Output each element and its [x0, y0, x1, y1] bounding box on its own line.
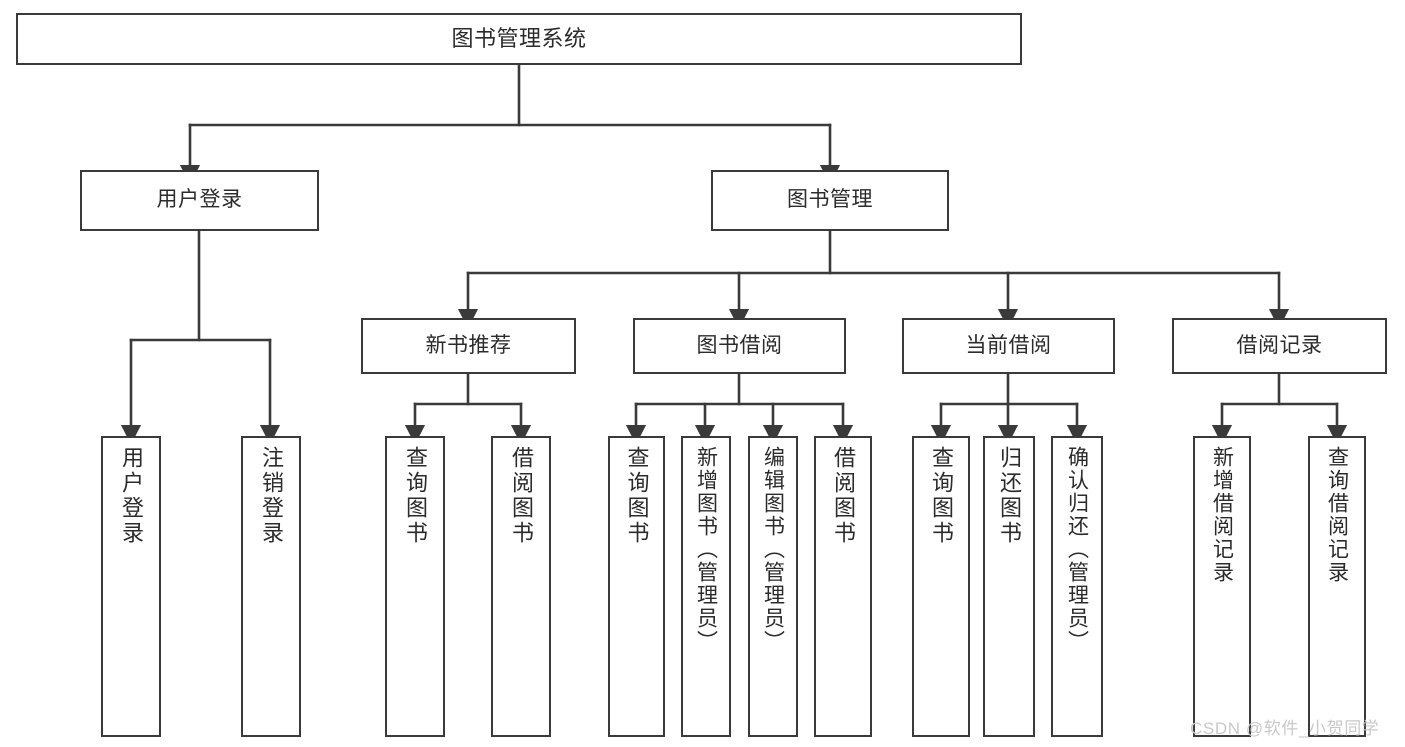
node-label: 用户登录: [156, 188, 243, 212]
node-new-book-recommend[interactable]: 新书推荐: [361, 318, 576, 374]
node-label: 查询图书: [403, 446, 428, 546]
node-leaf-add-record[interactable]: 新增借阅记录: [1193, 436, 1251, 737]
node-leaf-confirm-return[interactable]: 确认归还（管理员）: [1051, 436, 1103, 737]
node-root-book-management-system[interactable]: 图书管理系统: [16, 13, 1022, 65]
node-label: 确认归还（管理员）: [1065, 446, 1089, 653]
node-label: 图书借阅: [696, 333, 783, 357]
node-leaf-query-record[interactable]: 查询借阅记录: [1308, 436, 1366, 737]
node-leaf-logout-login[interactable]: 注销登录: [241, 436, 301, 737]
node-label: 图书管理: [787, 188, 873, 212]
node-user-login[interactable]: 用户登录: [80, 170, 319, 231]
node-label: 查询图书: [929, 446, 954, 546]
node-label: 图书管理系统: [451, 26, 587, 52]
node-label: 编辑图书（管理员）: [761, 446, 785, 653]
node-label: 查询图书: [624, 446, 650, 546]
node-label: 新书推荐: [425, 333, 512, 357]
node-label: 查询借阅记录: [1325, 446, 1349, 584]
node-leaf-add-book[interactable]: 新增图书（管理员）: [681, 436, 731, 737]
node-leaf-query-book-1[interactable]: 查询图书: [385, 436, 445, 737]
node-leaf-user-login[interactable]: 用户登录: [101, 436, 161, 737]
node-label: 借阅图书: [509, 446, 534, 546]
node-label: 新增借阅记录: [1210, 446, 1234, 584]
node-leaf-query-book-3[interactable]: 查询图书: [912, 436, 970, 737]
node-leaf-borrow-book-1[interactable]: 借阅图书: [491, 436, 551, 737]
node-label: 借阅图书: [831, 446, 856, 546]
node-leaf-query-book-2[interactable]: 查询图书: [608, 436, 665, 737]
node-label: 当前借阅: [965, 333, 1052, 357]
node-label: 用户登录: [119, 446, 144, 546]
node-leaf-edit-book[interactable]: 编辑图书（管理员）: [748, 436, 798, 737]
node-current-borrow[interactable]: 当前借阅: [902, 318, 1115, 374]
node-borrow-record[interactable]: 借阅记录: [1172, 318, 1387, 374]
node-book-management[interactable]: 图书管理: [711, 170, 949, 231]
node-leaf-borrow-book-2[interactable]: 借阅图书: [814, 436, 872, 737]
node-label: 注销登录: [259, 446, 284, 546]
node-label: 归还图书: [997, 446, 1022, 546]
node-book-borrow[interactable]: 图书借阅: [633, 318, 846, 374]
node-leaf-return-book[interactable]: 归还图书: [983, 436, 1035, 737]
node-label: 借阅记录: [1236, 333, 1323, 357]
node-label: 新增图书（管理员）: [694, 446, 718, 653]
